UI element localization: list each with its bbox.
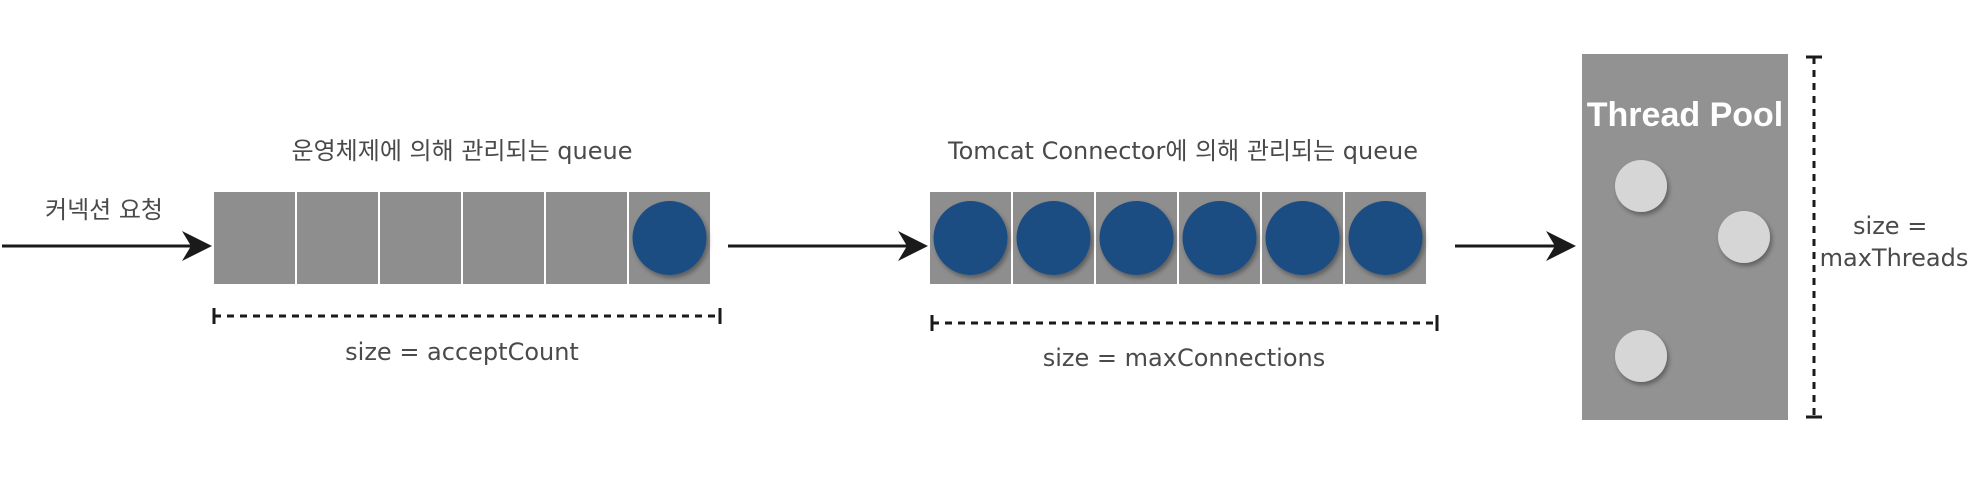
os-queue — [214, 192, 710, 284]
thread — [1615, 160, 1667, 212]
thread-pool-size-label: size = maxThreads — [1820, 212, 1969, 272]
os-queue-slot — [463, 192, 544, 284]
thread-pool-threads — [1615, 160, 1770, 382]
os-queue-slot — [380, 192, 461, 284]
thread-pool-title: Thread Pool — [1587, 96, 1783, 134]
thread-pool-size-bracket — [1806, 55, 1822, 419]
tomcat-queue-connection — [933, 201, 1008, 275]
thread-pool-size-line2: maxThreads — [1820, 244, 1969, 272]
tomcat-queue-size-bracket — [930, 315, 1439, 331]
os-queue-size-bracket — [212, 308, 722, 324]
thread — [1718, 211, 1770, 263]
thread — [1615, 330, 1667, 382]
tomcat-queue — [930, 192, 1426, 284]
tomcat-queue-label: Tomcat Connector에 의해 관리되는 queue — [947, 137, 1418, 165]
tomcat-queue-connection — [1348, 201, 1423, 275]
connection-request-label: 커넥션 요청 — [45, 196, 163, 224]
tomcat-queue-connection — [1099, 201, 1174, 275]
tomcat-queue-connection — [1265, 201, 1340, 275]
os-queue-size-label: size = acceptCount — [345, 338, 579, 366]
tomcat-queue-connection — [1016, 201, 1091, 275]
os-queue-slot — [546, 192, 627, 284]
thread-pool-size-line1: size = — [1853, 212, 1927, 240]
tomcat-queue-size-label: size = maxConnections — [1043, 344, 1326, 372]
os-queue-label: 운영체제에 의해 관리되는 queue — [292, 137, 633, 165]
os-queue-slot — [214, 192, 295, 284]
os-queue-slot — [297, 192, 378, 284]
tomcat-queue-connection — [1182, 201, 1257, 275]
os-queue-connection — [632, 201, 707, 275]
